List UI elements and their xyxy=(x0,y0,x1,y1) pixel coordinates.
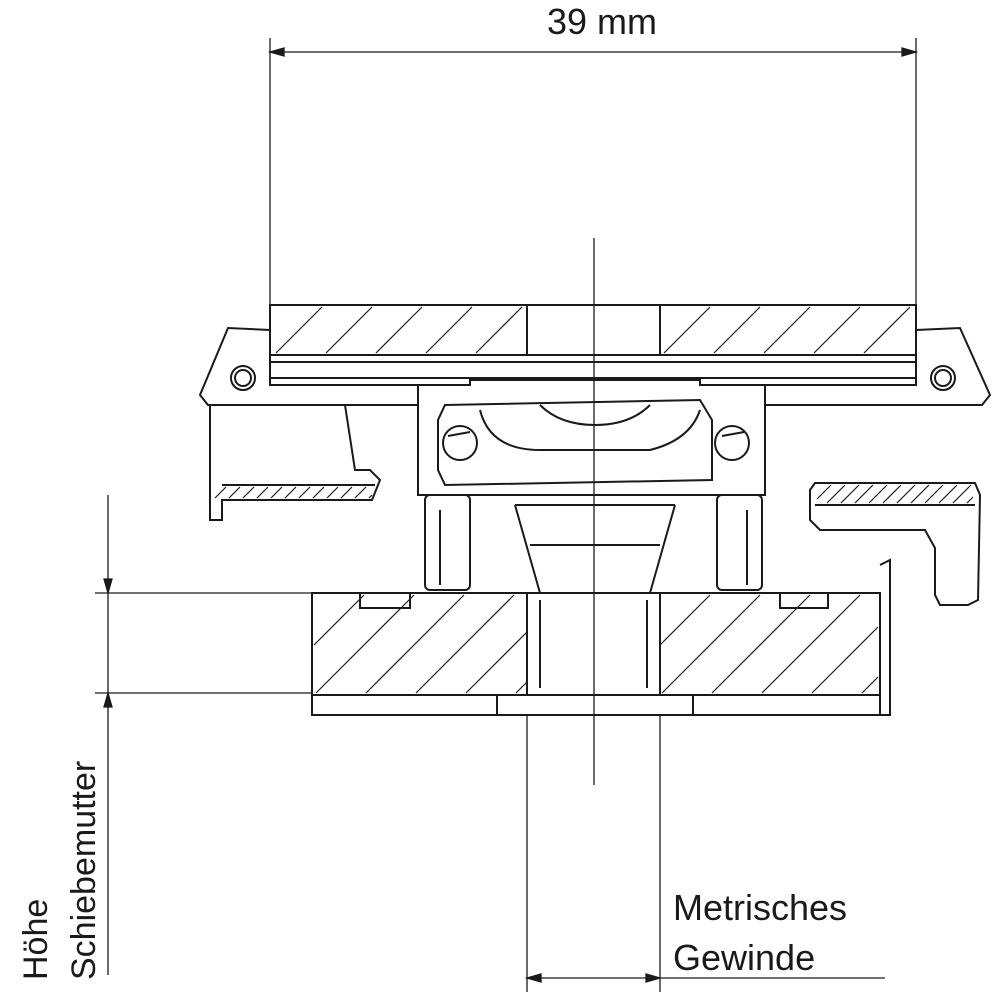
hatch-line xyxy=(966,496,974,504)
center-left-pin xyxy=(442,425,478,461)
right-leg xyxy=(716,494,763,591)
left-clip xyxy=(209,404,382,521)
left-leg xyxy=(424,494,471,591)
hatch-line xyxy=(811,626,879,694)
hatch-line xyxy=(298,486,311,499)
hatch-line xyxy=(861,676,879,694)
hatch-line xyxy=(840,484,860,504)
right-bracket xyxy=(764,326,992,406)
hatch-line xyxy=(465,631,528,694)
hatch-line xyxy=(415,594,515,694)
right-clip xyxy=(809,482,982,606)
hatch-line xyxy=(275,306,323,354)
hatch-line xyxy=(315,594,415,694)
hatch-line xyxy=(663,306,711,354)
hatch-line xyxy=(365,594,465,694)
hatch-line xyxy=(713,306,761,354)
left-pin xyxy=(230,365,256,391)
hatch-line xyxy=(813,306,861,354)
hatch-line xyxy=(659,594,711,646)
part-outlines xyxy=(198,304,992,716)
hatch-line xyxy=(826,484,846,504)
hatch-line xyxy=(354,486,367,499)
hatch-line xyxy=(375,306,423,354)
hatch-line xyxy=(711,594,811,694)
nut-height-label-1: Höhe xyxy=(17,899,55,980)
hatch-line xyxy=(938,484,958,504)
left-bracket xyxy=(198,326,419,406)
slider-body xyxy=(437,398,713,487)
hatch-line xyxy=(896,484,916,504)
hatch-line xyxy=(854,484,874,504)
hatch-line xyxy=(868,484,888,504)
hatch-line xyxy=(214,486,227,499)
hatch-line xyxy=(242,486,255,499)
sliding-nut xyxy=(311,592,881,716)
width-dimension-label: 39 mm xyxy=(547,1,657,42)
thread-label-1: Metrisches xyxy=(673,887,847,928)
hatch-line xyxy=(863,306,911,354)
nut-flap xyxy=(879,558,891,716)
hatch-line xyxy=(313,594,365,646)
hatch-line xyxy=(661,594,761,694)
hatching xyxy=(214,306,974,694)
center-right-pin xyxy=(714,425,750,461)
hatch-line xyxy=(270,486,283,499)
dimension-lines xyxy=(95,38,919,992)
hatch-line xyxy=(256,486,269,499)
hatch-line xyxy=(952,484,972,504)
cone xyxy=(514,504,676,594)
top-plate-strip xyxy=(269,354,917,379)
hatch-line xyxy=(910,484,930,504)
hatch-line xyxy=(763,306,811,354)
right-pin xyxy=(930,365,956,391)
hatch-line xyxy=(312,486,325,499)
hatch-line xyxy=(284,486,297,499)
nut-height-label-2: Schiebemutter xyxy=(65,761,103,980)
hatch-line xyxy=(924,484,944,504)
hatch-line xyxy=(425,306,473,354)
hatch-line xyxy=(761,594,861,694)
hatch-line xyxy=(515,681,528,694)
center-block xyxy=(417,379,766,496)
hatch-line xyxy=(228,486,241,499)
hatch-line xyxy=(816,484,832,500)
hatch-line xyxy=(325,306,373,354)
hatch-line xyxy=(326,486,339,499)
hatch-line xyxy=(368,494,373,499)
hatch-line xyxy=(882,484,902,504)
thread-label-2: Gewinde xyxy=(673,937,815,978)
hatch-line xyxy=(475,306,523,354)
hatch-line xyxy=(340,486,353,499)
